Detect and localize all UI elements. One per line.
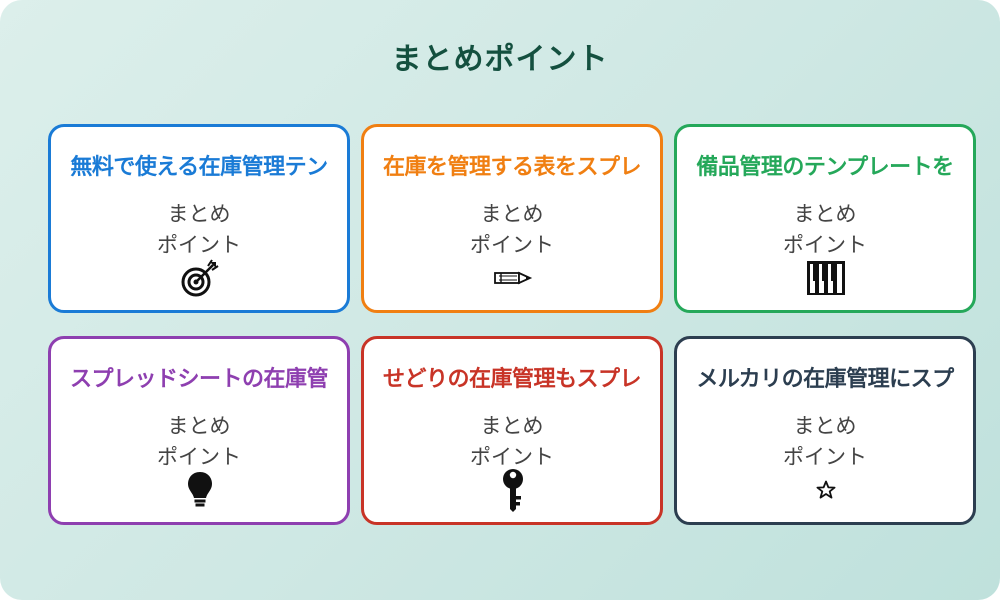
card-subtitle-line2: ポイント: [470, 445, 554, 469]
card-subtitle: まとめ ポイント: [364, 199, 660, 261]
lightbulb-icon: [176, 470, 224, 510]
card-free-inventory-template[interactable]: 無料で使える在庫管理テン まとめ ポイント: [48, 124, 350, 313]
card-subtitle-line1: まとめ: [480, 414, 544, 438]
card-title: せどりの在庫管理もスプレ: [382, 367, 642, 392]
card-equipment-template[interactable]: 備品管理のテンプレートを まとめ ポイント: [674, 124, 976, 313]
card-subtitle-line2: ポイント: [470, 233, 554, 257]
card-subtitle-line1: まとめ: [167, 202, 231, 226]
piano-keys-icon: [802, 258, 850, 298]
card-title: スプレッドシートの在庫管: [69, 367, 329, 392]
card-subtitle: まとめ ポイント: [677, 199, 973, 261]
card-title: 無料で使える在庫管理テン: [70, 155, 328, 180]
card-sedori-inventory[interactable]: せどりの在庫管理もスプレ まとめ ポイント: [361, 336, 663, 525]
card-spreadsheet-inventory[interactable]: スプレッドシートの在庫管 まとめ ポイント: [48, 336, 350, 525]
card-subtitle: まとめ ポイント: [51, 199, 347, 261]
card-subtitle: まとめ ポイント: [364, 411, 660, 473]
card-subtitle-line1: まとめ: [793, 414, 857, 438]
card-subtitle-line2: ポイント: [783, 445, 867, 469]
card-subtitle-line1: まとめ: [793, 202, 857, 226]
card-subtitle: まとめ ポイント: [677, 411, 973, 473]
card-title: 在庫を管理する表をスプレ: [382, 155, 642, 180]
card-subtitle-line1: まとめ: [480, 202, 544, 226]
card-inventory-spreadsheet[interactable]: 在庫を管理する表をスプレ まとめ ポイント: [361, 124, 663, 313]
card-subtitle-line2: ポイント: [783, 233, 867, 257]
page-title: まとめポイント: [391, 42, 609, 77]
pencil-icon: [489, 258, 537, 298]
target-icon: [176, 258, 224, 298]
card-subtitle-line2: ポイント: [157, 233, 241, 257]
card-mercari-inventory[interactable]: メルカリの在庫管理にスプ まとめ ポイント: [674, 336, 976, 525]
card-title: 備品管理のテンプレートを: [696, 155, 954, 180]
key-icon: [489, 469, 537, 512]
card-title: メルカリの在庫管理にスプ: [696, 367, 954, 392]
card-subtitle-line2: ポイント: [157, 445, 241, 469]
card-subtitle: まとめ ポイント: [51, 411, 347, 473]
star-icon: [802, 470, 850, 510]
card-subtitle-line1: まとめ: [167, 414, 231, 438]
